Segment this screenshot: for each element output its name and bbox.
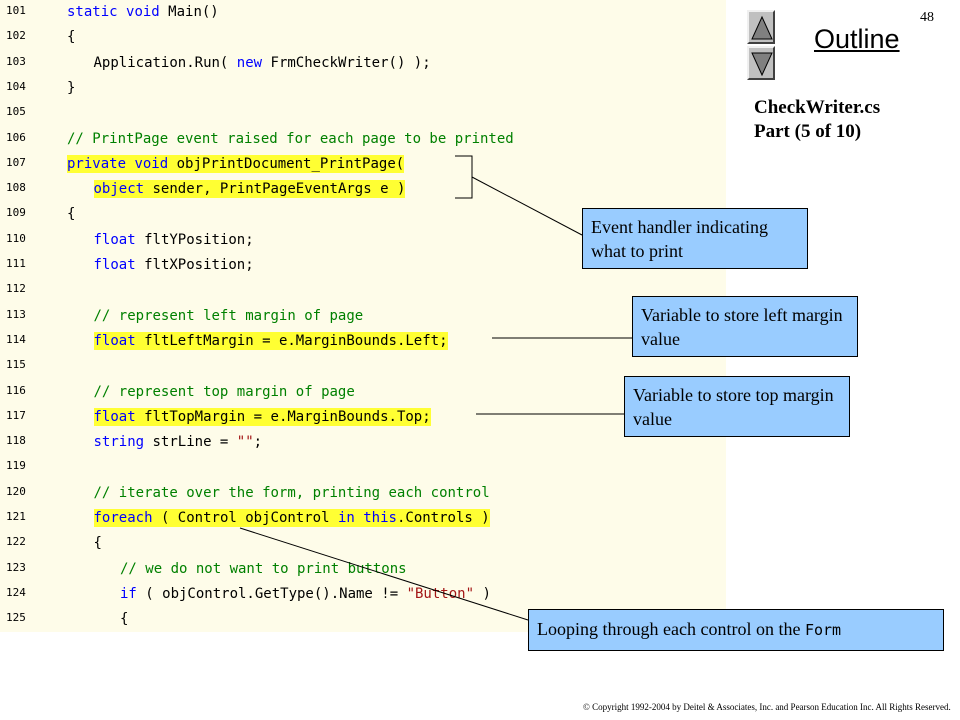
line-number: 101 <box>6 4 26 17</box>
line-number: 109 <box>6 206 26 220</box>
outline-link[interactable]: Outline <box>814 24 900 54</box>
code-text: // we do not want to print buttons <box>120 560 407 577</box>
code-line: 113 // represent left margin of page <box>0 304 726 329</box>
code-text: float fltLeftMargin = e.MarginBounds.Lef… <box>93 331 448 350</box>
line-number: 104 <box>6 79 26 93</box>
code-line: 122 { <box>0 531 726 556</box>
line-number: 110 <box>6 231 26 245</box>
callout-looping-code: Form <box>804 621 842 639</box>
line-number: 120 <box>6 484 26 498</box>
line-number: 111 <box>6 257 26 270</box>
callout-top-margin: Variable to store top margin value <box>624 376 850 437</box>
code-line: 121 foreach ( Control objControl in this.… <box>0 506 726 531</box>
code-listing-panel: 101 static void Main() 102 {103 Application.… <box>0 0 726 632</box>
code-text: static void Main() <box>67 4 219 20</box>
line-number: 123 <box>6 560 26 574</box>
code-text: // represent left margin of page <box>93 307 364 324</box>
line-number: 114 <box>6 332 26 346</box>
code-line: 101 static void Main() <box>0 0 726 25</box>
copyright-notice: © Copyright 1992-2004 by Deitel & Associ… <box>583 702 951 712</box>
line-number: 118 <box>6 434 26 448</box>
code-text: Application.Run( new FrmCheckWriter() ); <box>93 54 431 71</box>
line-number: 119 <box>6 459 26 473</box>
code-text: // PrintPage event raised for each page … <box>67 130 514 147</box>
code-text: { <box>93 535 102 552</box>
code-text: string strLine = ""; <box>93 434 263 451</box>
code-text: } <box>67 79 76 96</box>
code-line: 123 // we do not want to print buttons <box>0 557 726 582</box>
code-text: { <box>67 29 76 46</box>
line-number: 125 <box>6 611 26 625</box>
code-line: 103 Application.Run( new FrmCheckWriter()… <box>0 51 726 76</box>
code-text: // iterate over the form, printing each … <box>93 484 490 501</box>
code-text: { <box>67 206 76 223</box>
line-number: 108 <box>6 181 26 195</box>
code-text: foreach ( Control objControl in this.Con… <box>93 509 490 527</box>
line-number: 116 <box>6 383 26 397</box>
callout-looping: Looping through each control on the Form <box>528 609 944 651</box>
code-text: if ( objControl.GetType().Name != "Butto… <box>120 585 491 602</box>
triangle-down-icon <box>751 52 773 77</box>
code-line: 124 if ( objControl.GetType().Name != "Bu… <box>0 582 726 607</box>
code-line: 112 <box>0 278 726 303</box>
code-line: 106 // PrintPage event raised for each pa… <box>0 127 726 152</box>
code-text: float fltXPosition; <box>93 257 254 273</box>
line-number: 105 <box>6 105 26 119</box>
callout-left-margin: Variable to store left margin value <box>632 296 858 357</box>
code-line: 104} <box>0 76 726 101</box>
line-number: 117 <box>6 408 26 422</box>
line-number: 106 <box>6 130 26 144</box>
line-number: 112 <box>6 282 26 296</box>
code-line: 120 // iterate over the form, printing ea… <box>0 481 726 506</box>
callout-looping-text: Looping through each control on the <box>537 619 805 639</box>
code-line: 108 object sender, PrintPageEventArgs e ) <box>0 177 726 202</box>
code-text: float fltYPosition; <box>93 231 254 248</box>
triangle-up-icon <box>751 15 773 40</box>
next-slide-button[interactable] <box>747 46 775 80</box>
code-line: 114 float fltLeftMargin = e.MarginBounds.… <box>0 329 726 354</box>
code-line: 119 <box>0 455 726 480</box>
code-line: 110 float fltYPosition; <box>0 228 726 253</box>
callout-event-handler: Event handler indicating what to print <box>582 208 808 269</box>
code-line: 118 string strLine = ""; <box>0 430 726 455</box>
page-number: 48 <box>920 10 934 25</box>
connector-event-handler <box>471 176 583 236</box>
bracket-line <box>455 155 473 199</box>
line-number: 107 <box>6 155 26 169</box>
code-text: // represent top margin of page <box>93 383 355 400</box>
code-text: float fltTopMargin = e.MarginBounds.Top; <box>93 407 431 426</box>
line-number: 113 <box>6 307 26 321</box>
code-text: { <box>120 611 129 628</box>
code-line: 105 <box>0 101 726 126</box>
code-line: 125 { <box>0 607 726 632</box>
code-line: 111 float fltXPosition; <box>0 253 726 278</box>
line-number: 122 <box>6 535 26 549</box>
line-number: 121 <box>6 510 26 523</box>
line-number: 115 <box>6 358 26 372</box>
line-number: 103 <box>6 54 26 68</box>
previous-slide-button[interactable] <box>747 10 775 44</box>
line-number: 102 <box>6 29 26 43</box>
code-line: 116 // represent top margin of page <box>0 380 726 405</box>
code-line: 107 private void objPrintDocument_PrintPa… <box>0 152 726 177</box>
code-line: 115 <box>0 354 726 379</box>
file-part: Part (5 of 10) <box>754 121 862 142</box>
code-text: object sender, PrintPageEventArgs e ) <box>93 180 406 199</box>
code-line: 102 { <box>0 25 726 50</box>
file-name: CheckWriter.cs <box>754 97 881 118</box>
code-line: 117 float fltTopMargin = e.MarginBounds.T… <box>0 405 726 430</box>
code-line: 109 { <box>0 202 726 227</box>
code-text: private void objPrintDocument_PrintPage( <box>67 154 405 173</box>
line-number: 124 <box>6 585 26 599</box>
file-title: CheckWriter.cs Part (5 of 10) <box>754 96 880 144</box>
connector-looping <box>239 527 529 621</box>
